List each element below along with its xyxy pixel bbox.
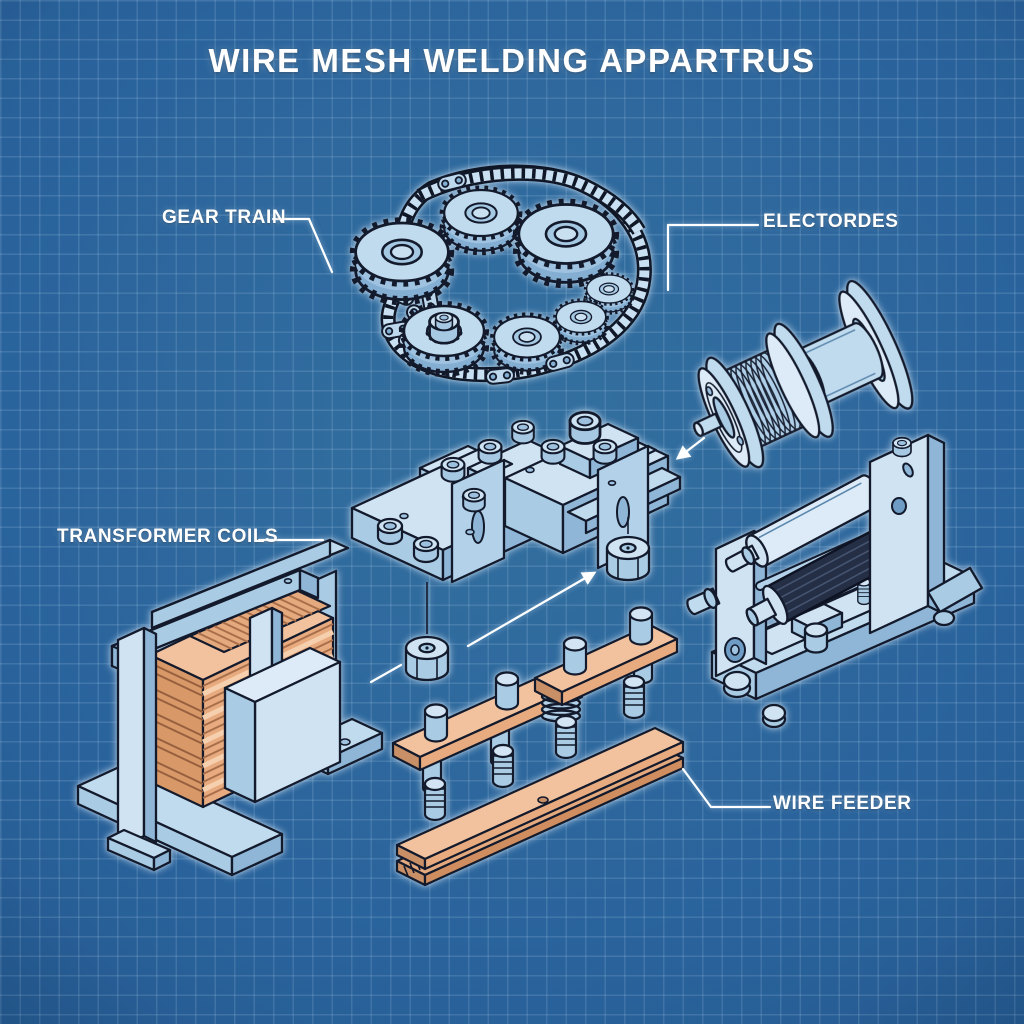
diagram-title: WIRE MESH WELDING APPARTRUS [208,42,816,79]
transformer-illustration [76,538,384,877]
label-electrodes: ELECTORDES [763,211,899,232]
up-right-arrow-icon [466,571,597,648]
hex-nut-left [404,635,450,682]
gear-right-large [518,203,615,283]
arrow-tail-segment [369,663,403,684]
down-left-arrow-icon [675,436,706,460]
label-wire-feeder: WIRE FEEDER [773,793,912,814]
label-transformer-coils: TRANSFORMER COILS [57,526,279,547]
wire-feeder-leader-line [681,767,772,809]
electrodes-leader-line [666,223,760,292]
stepped-hub [425,311,463,345]
label-gear-train: GEAR TRAIN [162,207,287,228]
adjustment-knob [686,587,721,616]
wire-feeder-illustration [686,433,984,729]
gear-train-illustration [354,164,652,386]
gear-left-large [354,222,449,301]
gear-top-middle [443,189,518,252]
hex-nut-right [605,535,651,582]
